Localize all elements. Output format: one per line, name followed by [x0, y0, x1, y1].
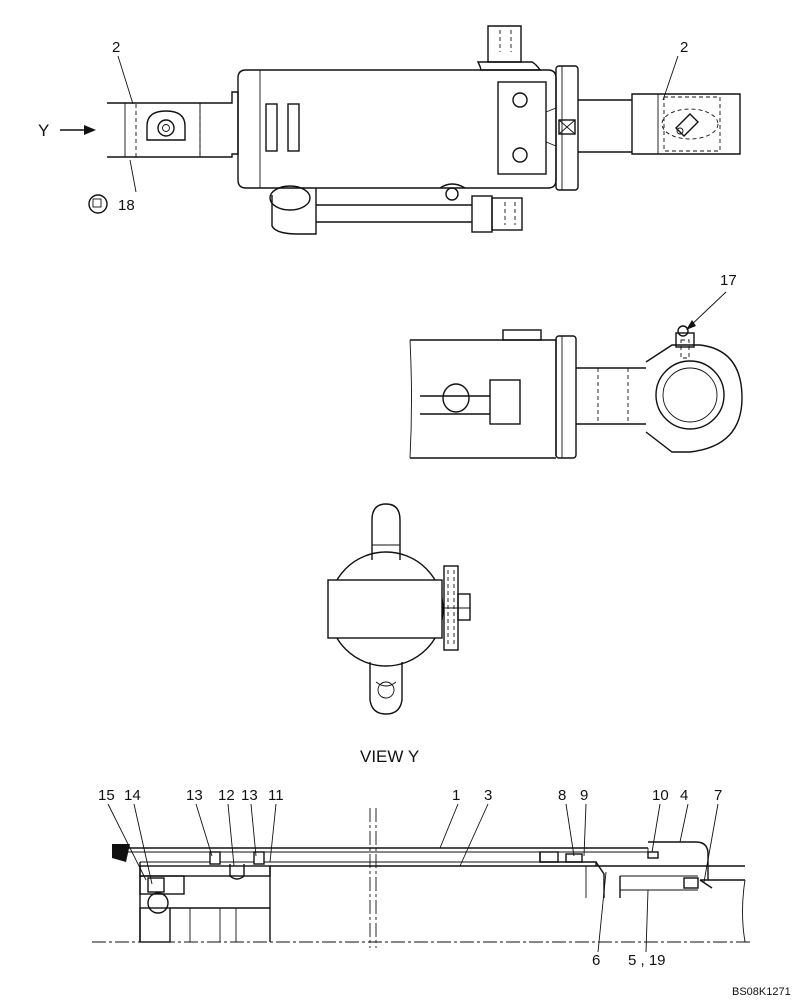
- cylinder-section-view: [92, 808, 750, 948]
- view-arrow-y: Y: [38, 121, 96, 140]
- callout-6: 6: [592, 952, 600, 969]
- view-y-title: VIEW Y: [360, 747, 419, 766]
- callout-5-19: 5 , 19: [628, 952, 666, 969]
- callout-13-a: 13: [186, 787, 203, 804]
- arrow-label: Y: [38, 121, 49, 140]
- callout-9: 9: [580, 787, 588, 804]
- callout-11: 11: [268, 787, 284, 804]
- drawing-code: BS08K1271: [732, 986, 791, 998]
- callout-2-left: 2: [112, 39, 120, 56]
- callout-10: 10: [652, 787, 669, 804]
- callout-7: 7: [714, 787, 722, 804]
- callout-8: 8: [558, 787, 566, 804]
- callout-18: 18: [118, 197, 135, 214]
- callout-12: 12: [218, 787, 235, 804]
- callout-13-b: 13: [241, 787, 258, 804]
- cylinder-top-view: [107, 25, 741, 235]
- view-y-end: [327, 503, 471, 715]
- callout-15: 15: [98, 787, 115, 804]
- section-callouts: 15 14 13 12 13 11 1 3 8 9 10 4 7 6 5 , 1…: [98, 787, 722, 969]
- callout-2-right: 2: [680, 39, 688, 56]
- callout-17: 17: [720, 272, 737, 289]
- callout-3: 3: [484, 787, 492, 804]
- callout-14: 14: [124, 787, 141, 804]
- callout-1: 1: [452, 787, 460, 804]
- callout-4: 4: [680, 787, 688, 804]
- rod-eye-side-view: [409, 325, 743, 459]
